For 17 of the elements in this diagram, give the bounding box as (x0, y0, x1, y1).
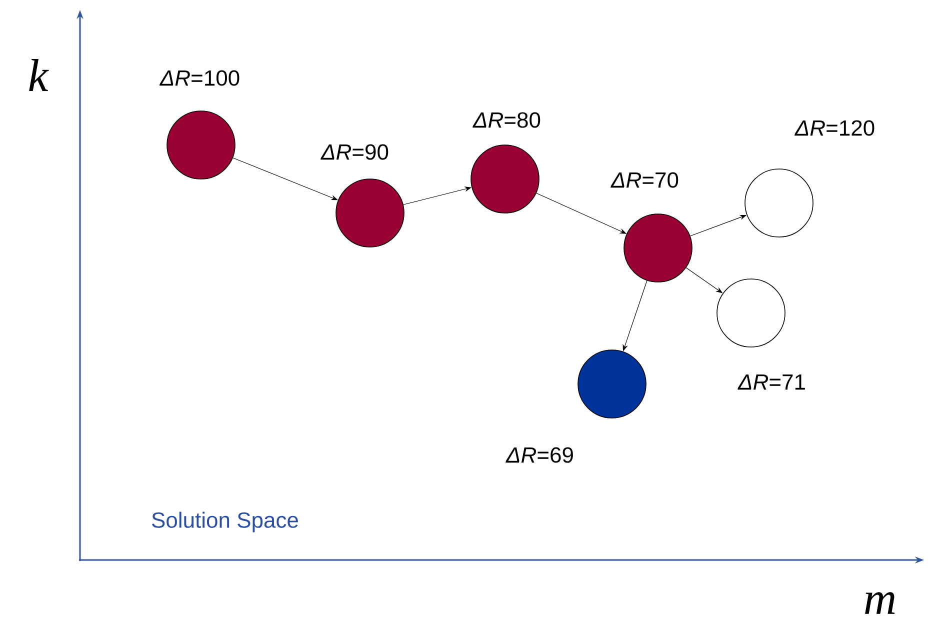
delta-label: ΔR=120 (794, 120, 874, 136)
region-label: Solution Space (152, 512, 298, 532)
delta-label: ΔR=90 (320, 144, 388, 160)
delta-label: ΔR=69 (506, 447, 573, 463)
delta-label: ΔR=70 (610, 172, 678, 188)
axis-label: m (865, 592, 895, 614)
state-circle (624, 214, 692, 282)
axis-label: k (29, 59, 49, 91)
state-circle (744, 168, 814, 238)
state-circle (578, 350, 646, 418)
state-circle (336, 178, 404, 248)
state-circle (166, 110, 236, 180)
delta-label: ΔR=100 (159, 70, 240, 86)
delta-label: ΔR=71 (738, 374, 805, 390)
state-circle (716, 278, 786, 348)
state-circle (470, 144, 540, 214)
delta-label: ΔR=80 (472, 112, 540, 128)
